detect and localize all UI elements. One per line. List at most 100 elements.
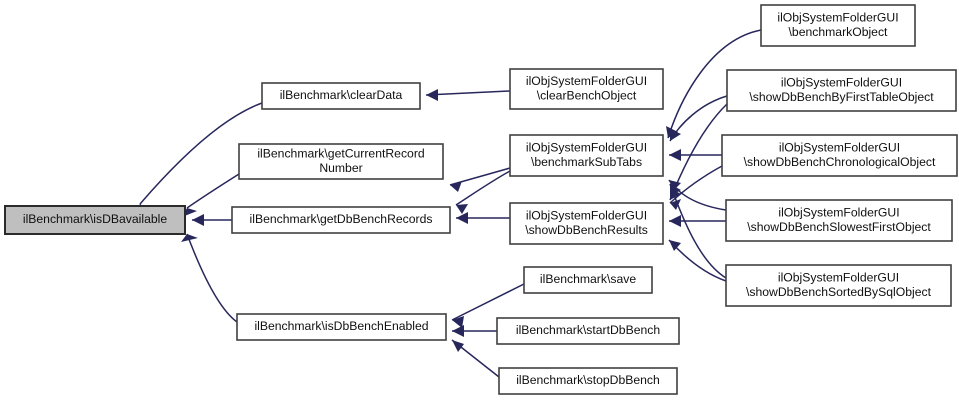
- graph-node-showDbBenchResults[interactable]: ilObjSystemFolderGUI\showDbBenchResults: [509, 202, 664, 245]
- arrowhead-icon: [670, 188, 681, 200]
- node-label: ilBenchmark\save: [540, 272, 636, 286]
- node-label: ilObjSystemFolderGUI: [778, 205, 899, 219]
- node-label: ilBenchmark\getCurrentRecord: [257, 146, 424, 160]
- node-box[interactable]: [509, 202, 664, 245]
- edge-line: [186, 233, 238, 323]
- edge-showDbBenchSortedBySqlObject-to-benchmarkSubTabs: [669, 183, 727, 279]
- graph-node-getDbBenchRecords[interactable]: ilBenchmark\getDbBenchRecords: [231, 206, 451, 234]
- graph-node-save[interactable]: ilBenchmark\save: [523, 266, 653, 294]
- edge-isDbBenchEnabled-to-isDBavailable: [181, 233, 238, 323]
- arrowhead-icon: [452, 340, 464, 352]
- edge-showDbBenchByFirstTableObject-to-benchmarkSubTabs: [669, 95, 728, 142]
- edge-line: [455, 170, 511, 206]
- edge-showDbBenchResults-to-getDbBenchRecords: [456, 212, 510, 224]
- nodes-layer: ilBenchmark\isDBavailable ilBenchmark\cle…: [4, 4, 958, 395]
- edge-clearBenchObject-to-clearData: [425, 89, 511, 101]
- node-box[interactable]: [725, 199, 953, 242]
- edge-showDbBenchChronologicalObject-to-benchmarkSubTabs: [669, 149, 722, 161]
- node-label: ilObjSystemFolderGUI: [526, 208, 647, 222]
- edge-getDbBenchRecords-to-isDBavailable: [192, 214, 232, 226]
- node-label: \showDbBenchChronologicalObject: [744, 155, 936, 169]
- node-box[interactable]: [498, 367, 678, 395]
- edge-showDbBenchSortedBySqlObject-to-showDbBenchResults: [668, 239, 727, 282]
- node-label: \clearBenchObject: [537, 88, 637, 102]
- arrowhead-icon: [669, 149, 681, 161]
- graph-node-benchmarkObject[interactable]: ilObjSystemFolderGUI\benchmarkObject: [760, 4, 916, 47]
- graph-node-clearBenchObject[interactable]: ilObjSystemFolderGUI\clearBenchObject: [509, 68, 664, 110]
- arrowhead-icon: [670, 129, 681, 141]
- node-box[interactable]: [509, 68, 664, 110]
- arrowhead-icon: [452, 316, 464, 328]
- node-box[interactable]: [509, 134, 664, 177]
- arrowhead-icon: [426, 89, 438, 101]
- node-box[interactable]: [721, 134, 958, 177]
- graph-node-stopDbBench[interactable]: ilBenchmark\stopDbBench: [498, 367, 678, 395]
- graph-node-showDbBenchSlowestFirstObject[interactable]: ilObjSystemFolderGUI\showDbBenchSlowestF…: [725, 199, 953, 242]
- node-label: ilBenchmark\getDbBenchRecords: [250, 212, 433, 226]
- graph-node-benchmarkSubTabs[interactable]: ilObjSystemFolderGUI\benchmarkSubTabs: [509, 134, 664, 177]
- node-box[interactable]: [238, 143, 444, 180]
- node-box[interactable]: [236, 313, 447, 341]
- edge-benchmarkSubTabs-to-getCurrentRecordNumber: [449, 167, 511, 192]
- edge-showDbBenchByFirstTableObject-to-showDbBenchResults: [669, 103, 728, 201]
- node-label: \benchmarkObject: [789, 25, 889, 39]
- edge-save-to-isDbBenchEnabled: [451, 283, 525, 328]
- arrowhead-icon: [450, 181, 462, 192]
- node-box[interactable]: [725, 264, 952, 307]
- node-label: ilBenchmark\isDBavailable: [23, 212, 168, 226]
- edge-line: [139, 102, 263, 205]
- graph-node-showDbBenchSortedBySqlObject[interactable]: ilObjSystemFolderGUI\showDbBenchSortedBy…: [725, 264, 952, 307]
- edge-showDbBenchChronologicalObject-to-showDbBenchResults: [669, 165, 723, 210]
- arrowhead-icon: [670, 199, 681, 210]
- node-box[interactable]: [261, 82, 421, 110]
- node-box[interactable]: [496, 317, 680, 345]
- node-box[interactable]: [523, 266, 653, 294]
- node-label: \benchmarkSubTabs: [531, 155, 642, 169]
- node-label: ilBenchmark\isDbBenchEnabled: [254, 319, 428, 333]
- graph-node-isDBavailable[interactable]: ilBenchmark\isDBavailable: [4, 205, 186, 235]
- graph-node-clearData[interactable]: ilBenchmark\clearData: [261, 82, 421, 110]
- node-label: ilBenchmark\stopDbBench: [516, 373, 660, 387]
- edge-line: [669, 165, 723, 204]
- node-label: ilObjSystemFolderGUI: [526, 74, 647, 88]
- node-label: \showDbBenchByFirstTableObject: [749, 90, 934, 104]
- node-label: \showDbBenchResults: [525, 223, 648, 237]
- node-label: \showDbBenchSlowestFirstObject: [747, 220, 931, 234]
- node-label: ilObjSystemFolderGUI: [777, 10, 898, 24]
- node-box[interactable]: [726, 69, 957, 112]
- graph-node-isDbBenchEnabled[interactable]: ilBenchmark\isDbBenchEnabled: [236, 313, 447, 341]
- node-box[interactable]: [760, 4, 916, 47]
- node-label: ilObjSystemFolderGUI: [779, 140, 900, 154]
- node-label: ilObjSystemFolderGUI: [781, 75, 902, 89]
- node-box[interactable]: [231, 206, 451, 234]
- edges-layer: [132, 29, 762, 378]
- arrowhead-icon: [192, 214, 204, 226]
- arrowhead-icon: [452, 325, 464, 337]
- edge-showDbBenchSlowestFirstObject-to-showDbBenchResults: [669, 215, 726, 227]
- node-box[interactable]: [4, 205, 186, 235]
- edge-line: [425, 90, 511, 96]
- edge-getCurrentRecordNumber-to-isDBavailable: [182, 173, 240, 217]
- edge-line: [451, 283, 525, 321]
- edge-line: [186, 173, 240, 209]
- graph-node-showDbBenchChronologicalObject[interactable]: ilObjSystemFolderGUI\showDbBenchChronolo…: [721, 134, 958, 177]
- arrowhead-icon: [669, 240, 681, 251]
- arrowhead-icon: [456, 204, 468, 214]
- node-label: ilObjSystemFolderGUI: [778, 270, 899, 284]
- edge-startDbBench-to-isDbBenchEnabled: [452, 325, 497, 337]
- edge-line: [667, 29, 762, 139]
- arrowhead-icon: [456, 212, 468, 224]
- edge-stopDbBench-to-isDbBenchEnabled: [451, 339, 500, 378]
- arrowhead-icon: [669, 215, 681, 227]
- edge-line: [669, 183, 727, 279]
- edge-benchmarkSubTabs-to-getDbBenchRecords: [455, 170, 511, 214]
- node-label: Number: [319, 161, 362, 175]
- graph-node-showDbBenchByFirstTableObject[interactable]: ilObjSystemFolderGUI\showDbBenchByFirstT…: [726, 69, 957, 112]
- node-label: \showDbBenchSortedBySqlObject: [746, 285, 932, 299]
- node-label: ilObjSystemFolderGUI: [526, 140, 647, 154]
- node-label: ilBenchmark\startDbBench: [516, 323, 660, 337]
- node-label: ilBenchmark\clearData: [280, 88, 403, 102]
- graph-node-startDbBench[interactable]: ilBenchmark\startDbBench: [496, 317, 680, 345]
